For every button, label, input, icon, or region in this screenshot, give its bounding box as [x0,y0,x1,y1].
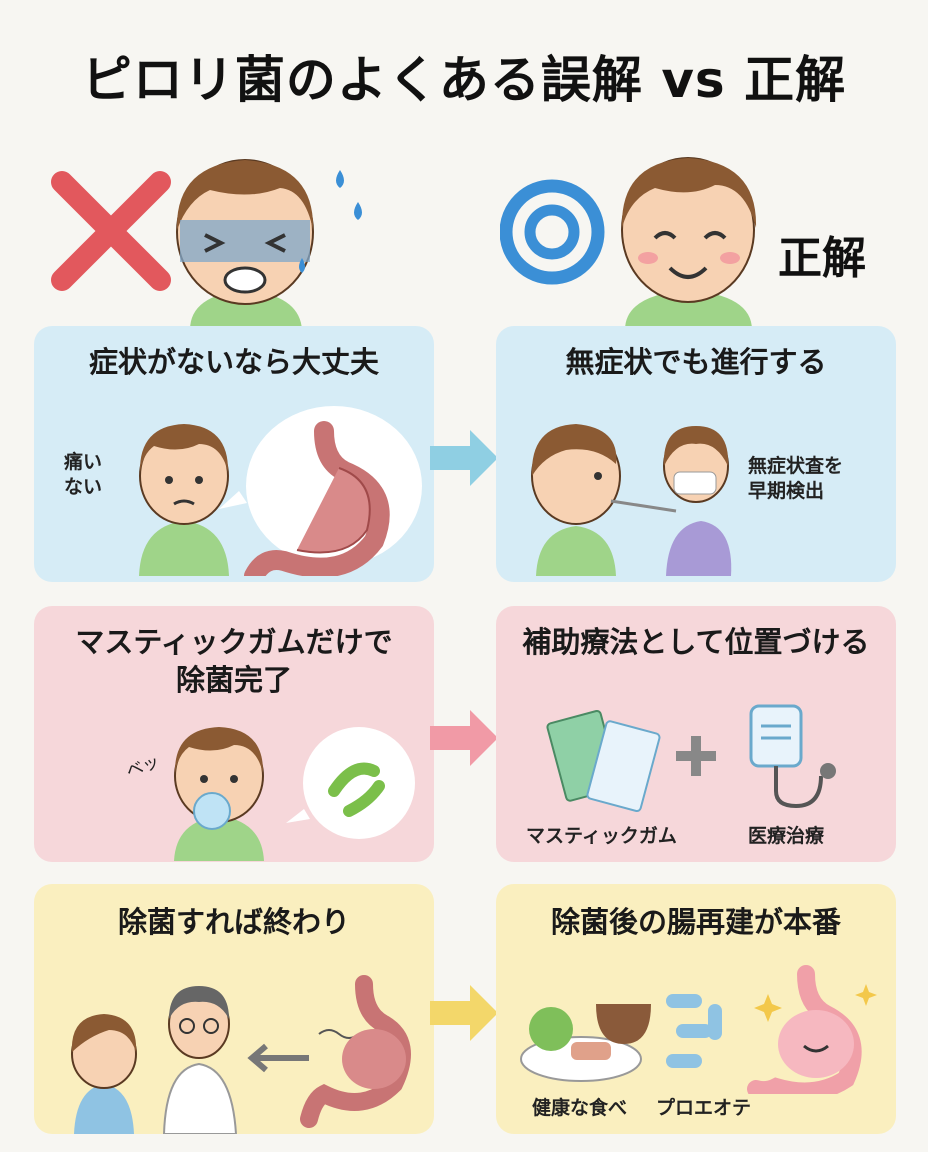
double-circle-icon [500,179,605,285]
cross-icon [51,171,171,291]
doctor-examination-illustration [531,424,732,576]
healthy-stomach-icon [747,965,877,1094]
myth-title-2: マスティックガムだけで 除菌完了 [75,625,393,697]
medical-caption: 医療治療 [748,825,825,847]
myth-panel-2: マスティックガムだけで 除菌完了 ベッ [34,606,434,862]
gum-plus-medical-illustration [546,704,836,812]
happy-person-illustration [500,157,757,330]
myth-panel-3: 除菌すれば終わり [34,884,434,1134]
gum-packet-icon [546,710,661,812]
truth-header: 正解 [500,140,900,330]
truth-title-1: 無症状でも進行する [565,345,827,379]
tired-stomach-icon [300,975,411,1128]
doctor-patient-illustration [71,975,411,1134]
truth-title-3: 除菌後の腸再建が本番 [550,905,841,939]
myth-header [40,140,380,330]
speech-text: 痛い ない [64,451,103,498]
myth-panel-1: 症状がないなら大丈夫 痛い ない [34,326,434,582]
probiotic-icon [666,994,722,1068]
page-title: ピロリ菌のよくある誤解 vs 正解 [81,51,847,109]
food-caption: 健康な食べ [532,1097,628,1119]
arrow-right-icon [430,710,498,766]
probiotic-caption: プロエオテ [656,1097,752,1119]
worried-person-illustration [51,159,362,330]
stomach-icon [219,406,422,576]
correct-label: 正解 [778,233,866,284]
bacteria-icon [286,727,415,839]
arrow-right-icon [430,430,498,486]
sfx-text: ベッ [123,751,163,783]
truth-panel-3: 除菌後の腸再建が本番 健康な食べ プロエオテ [496,884,896,1134]
myth-title-3: 除菌すれば終わり [117,905,350,939]
myth-title-1: 症状がないなら大丈夫 [88,345,379,379]
arrow-right-icon [430,985,498,1041]
healthy-food-icon [520,1004,651,1082]
food-probiotic-illustration [520,965,877,1094]
arrow-left-icon [247,1043,309,1073]
truth-panel-1: 無症状でも進行する 無症状査を 早期検出 [496,326,896,582]
boy-gum-illustration [174,727,415,861]
iv-bag-icon [749,704,836,809]
truth-panel-2: 補助療法として位置づける マスティックガム 医療治療 [496,606,896,862]
detection-caption: 無症状査を 早期検出 [748,455,844,502]
boy-stomach-illustration [139,406,422,576]
truth-title-2: 補助療法として位置づける [522,625,870,659]
plus-icon [676,736,716,776]
gum-caption: マスティックガム [526,825,677,847]
